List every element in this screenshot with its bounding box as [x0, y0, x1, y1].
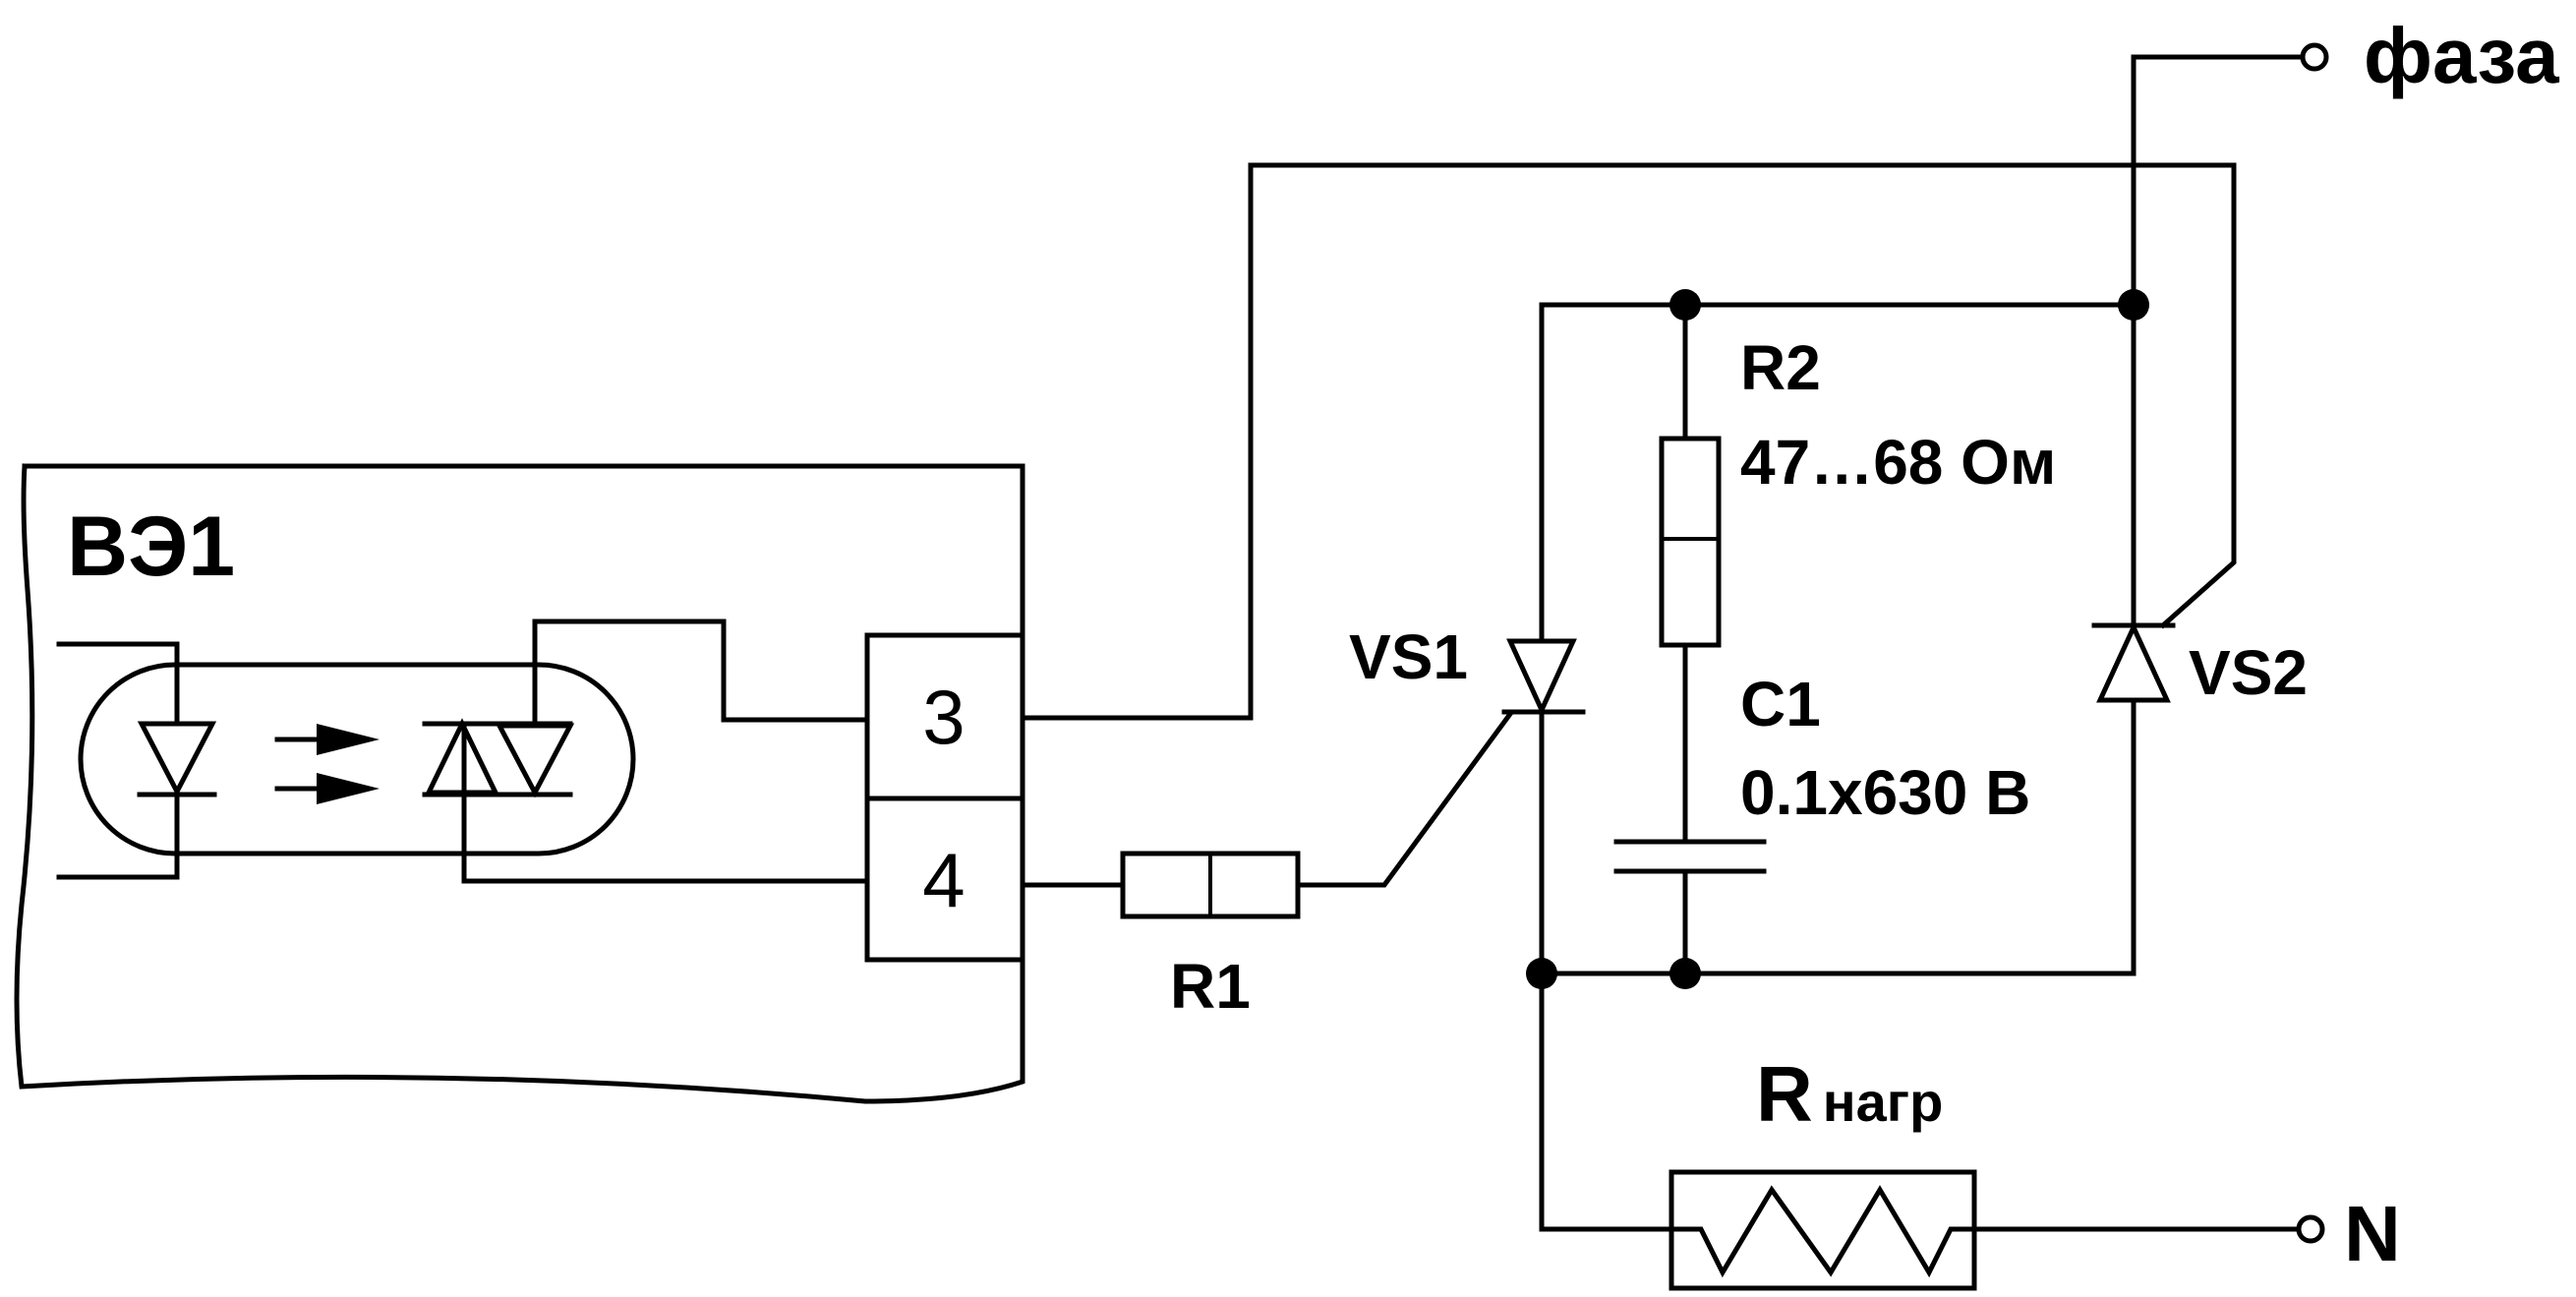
light-arrows — [274, 724, 380, 804]
r1-label: R1 — [1170, 951, 1251, 1022]
terminal-block: 3 4 — [864, 632, 1025, 963]
neutral-label: N — [2344, 1190, 2401, 1277]
vs1-label: VS1 — [1349, 621, 1468, 692]
load-label-main: R — [1756, 1050, 1813, 1138]
module-ve1: ВЭ1 — [14, 463, 1025, 1104]
neutral-line: N — [2296, 1190, 2401, 1277]
led-diode — [56, 641, 217, 880]
module-label: ВЭ1 — [67, 500, 235, 594]
vs2-thyristor: VS2 — [2091, 302, 2308, 976]
wire-terminal-3 — [1020, 162, 2237, 721]
r1-resistor: R1 — [1020, 710, 1514, 1022]
optotriac — [422, 619, 868, 884]
phase-terminal[interactable] — [2300, 42, 2329, 72]
load-label-sub: нагр — [1823, 1071, 1944, 1133]
c1-value: 0.1х630 В — [1740, 757, 2030, 828]
r2-c1-snubber: R2 47…68 Ом C1 0.1х630 В — [1613, 302, 2056, 976]
junction-bottom-c1 — [1669, 958, 1701, 989]
vs1-thyristor: VS1 — [1349, 302, 1586, 976]
vs2-label: VS2 — [2189, 637, 2308, 708]
terminal-3-label: 3 — [922, 674, 965, 760]
phase-label: фаза — [2364, 12, 2559, 99]
neutral-terminal[interactable] — [2296, 1214, 2325, 1244]
r2-resistor — [1659, 436, 1722, 648]
r2-label: R2 — [1740, 332, 1821, 403]
terminal-4-label: 4 — [922, 837, 965, 923]
r2-value: 47…68 Ом — [1740, 427, 2056, 498]
c1-label: C1 — [1740, 669, 1821, 739]
phase-line: фаза — [2131, 12, 2559, 308]
optocoupler — [56, 619, 868, 884]
